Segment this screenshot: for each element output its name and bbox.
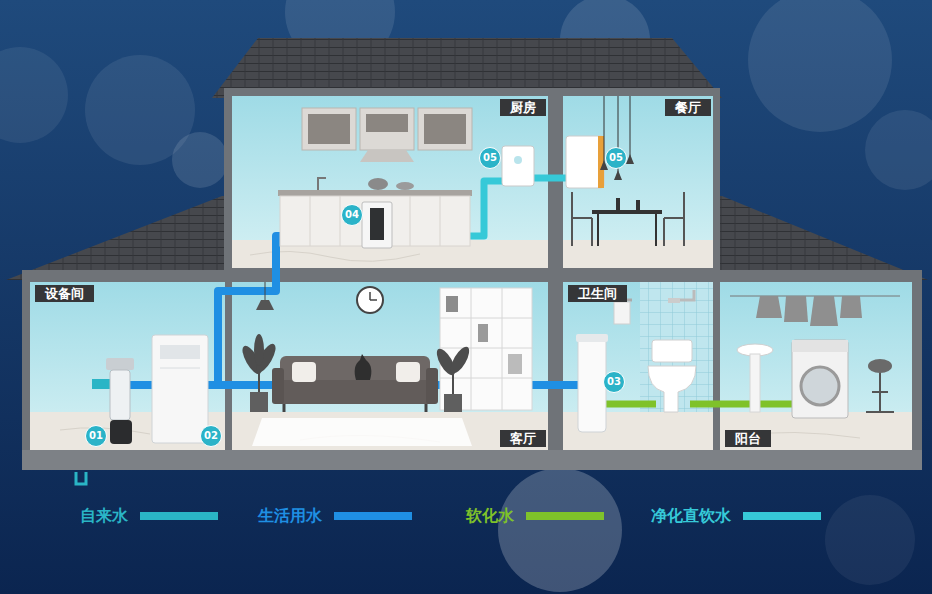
room-label: 卫生间 [568,285,627,302]
callout-number: 02 [204,430,218,442]
legend-text: 净化直饮水 [651,506,731,527]
legend-text: 生活用水 [258,506,322,527]
room-area: 客厅 [232,282,548,450]
legend-swatch [334,512,412,520]
callout-circle: 05 [479,147,501,169]
room-label: 阳台 [725,430,771,447]
room-area: 餐厅 05 [563,96,713,268]
room-area: 卫生间 03 [563,282,713,450]
callout-circle: 05 [605,147,627,169]
legend-swatch [526,512,604,520]
room-area: 厨房 05 04 [232,96,548,268]
legend-swatch [140,512,218,520]
callout-number: 01 [89,430,103,442]
room-label: 设备间 [35,285,94,302]
legend-item: 生活用水 [258,504,412,528]
legend-item: 自来水 [80,504,218,528]
callout-circle: 03 [603,371,625,393]
room-area: 阳台 [720,282,912,450]
room-label: 客厅 [500,430,546,447]
room-label: 餐厅 [665,99,711,116]
callout-number: 04 [345,209,359,221]
callout-number: 05 [483,152,497,164]
callout-circle: 01 [85,425,107,447]
legend-swatch [743,512,821,520]
room-area: 设备间 01 02 [30,282,225,450]
callout-number: 03 [607,376,621,388]
callout-circle: 04 [341,204,363,226]
callout-circle: 02 [200,425,222,447]
callout-number: 05 [609,152,623,164]
legend-text: 软化水 [466,506,514,527]
legend-item: 软化水 [466,504,604,528]
legend-item: 净化直饮水 [651,504,821,528]
room-label: 厨房 [500,99,546,116]
legend-text: 自来水 [80,506,128,527]
